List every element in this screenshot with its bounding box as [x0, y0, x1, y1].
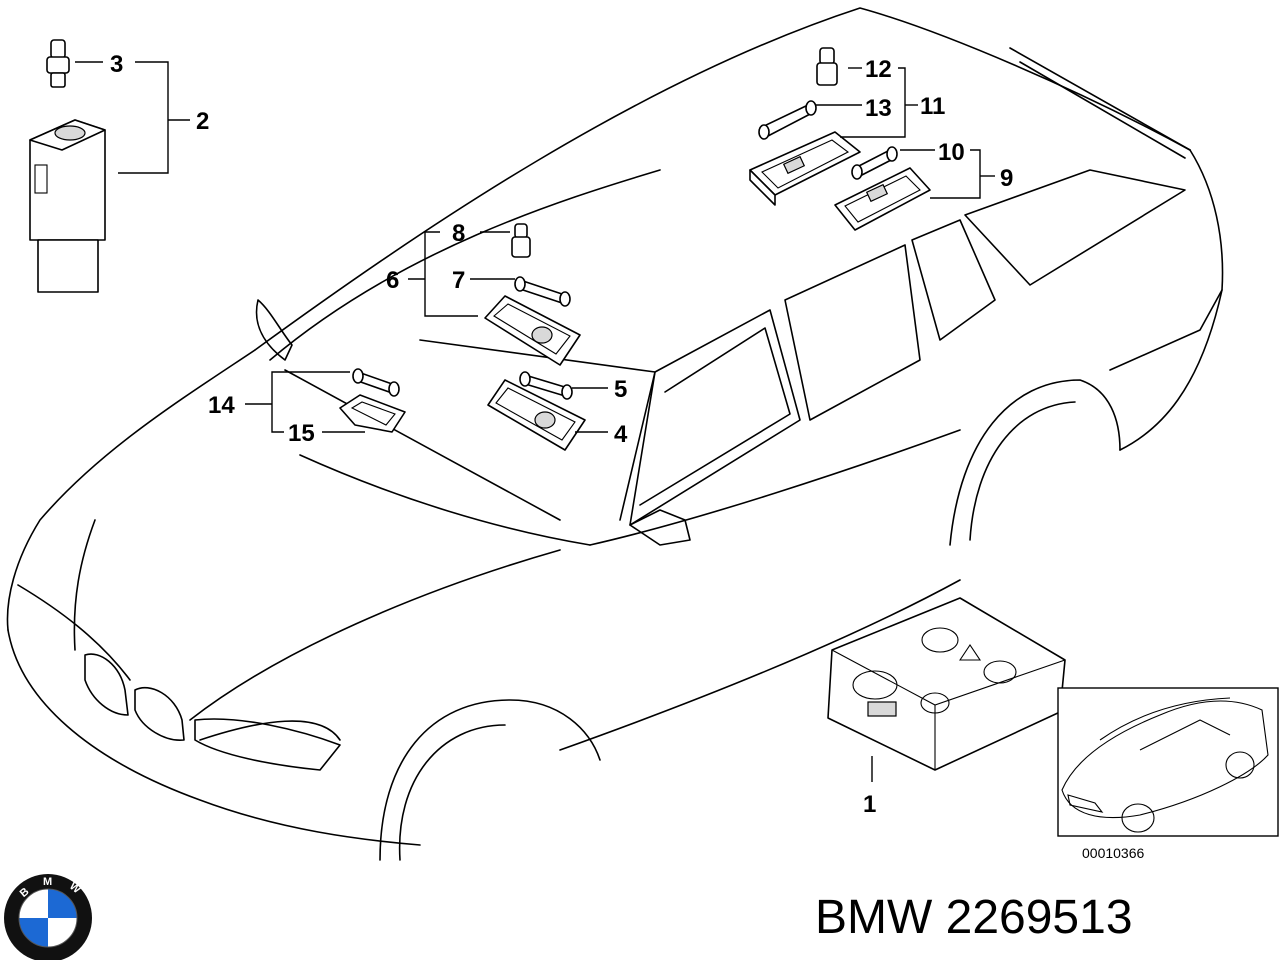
part-13-bulb — [758, 100, 817, 140]
callout-4: 4 — [614, 421, 628, 448]
part-6-lamp — [484, 295, 581, 366]
logo-letter-m: M — [43, 876, 52, 888]
callout-14: 14 — [208, 392, 235, 419]
part-11-lamp — [749, 131, 861, 206]
inset-thumbnail — [1057, 687, 1279, 837]
car-outline — [6, 7, 1224, 861]
part-3-bulb — [46, 39, 70, 88]
callout-6: 6 — [386, 267, 399, 294]
callout-10: 10 — [938, 139, 965, 166]
part-2-flashlight — [29, 119, 106, 293]
part-7-bulb — [514, 276, 571, 307]
leader-lines — [75, 61, 995, 782]
bmw-logo: B M W — [4, 874, 92, 960]
part-10-bulb — [851, 146, 898, 180]
callout-labels: 1 2 3 4 5 6 7 8 9 10 11 12 13 14 15 — [110, 51, 1013, 818]
callout-9: 9 — [1000, 165, 1013, 192]
callout-13: 13 — [865, 95, 892, 122]
brand-caption: BMW 2269513 — [815, 891, 1133, 944]
callout-11: 11 — [920, 93, 945, 120]
part-15-housing — [339, 394, 406, 433]
callout-8: 8 — [452, 220, 465, 247]
callout-7: 7 — [452, 267, 465, 294]
callout-3: 3 — [110, 51, 123, 78]
part-14-bulb — [352, 368, 400, 397]
part-1-bulb-box — [827, 597, 1066, 771]
part-12-bulb — [816, 47, 838, 86]
callout-15: 15 — [288, 420, 315, 447]
callout-5: 5 — [614, 376, 627, 403]
reference-code: 00010366 — [1082, 845, 1145, 861]
callout-12: 12 — [865, 56, 892, 83]
part-5-bulb — [519, 371, 573, 400]
part-8-bulb — [511, 223, 531, 258]
callout-2: 2 — [196, 108, 209, 135]
part-9-lamp — [834, 167, 931, 231]
grille — [84, 653, 341, 771]
callout-1: 1 — [863, 791, 876, 818]
part-4-lamp — [487, 379, 586, 451]
